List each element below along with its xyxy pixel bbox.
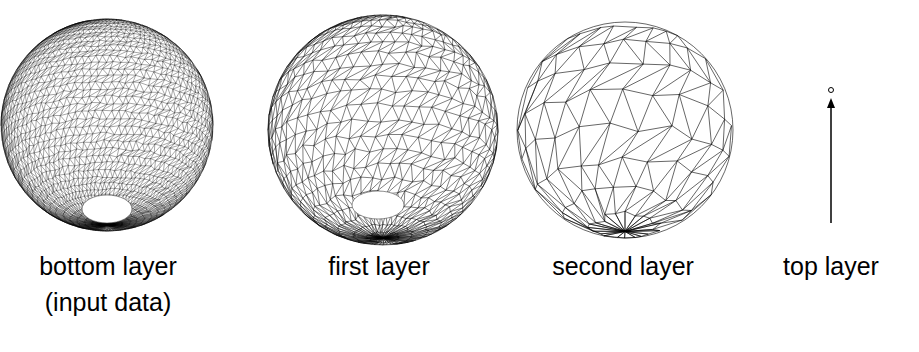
layer-label: bottom layer (input data) [13, 248, 203, 320]
mesh-edges [268, 15, 498, 245]
mesh-hole [82, 195, 132, 223]
layer-label: first layer [284, 248, 474, 284]
sphere-outline [1, 19, 213, 231]
top-point [829, 88, 834, 93]
arrow-head [827, 98, 835, 108]
layer-label: top layer [756, 248, 906, 284]
sphere-outline [517, 22, 733, 238]
mesh-hole [352, 191, 404, 219]
medium-mesh-sphere [268, 15, 498, 245]
layer-label: second layer [528, 248, 718, 284]
mesh-edges [1, 19, 213, 231]
arrow-shaft [830, 106, 832, 223]
coarse-mesh-sphere [517, 22, 733, 238]
sphere-outline [268, 15, 498, 245]
mesh-edges [518, 26, 732, 238]
dense-mesh-sphere [1, 19, 213, 231]
